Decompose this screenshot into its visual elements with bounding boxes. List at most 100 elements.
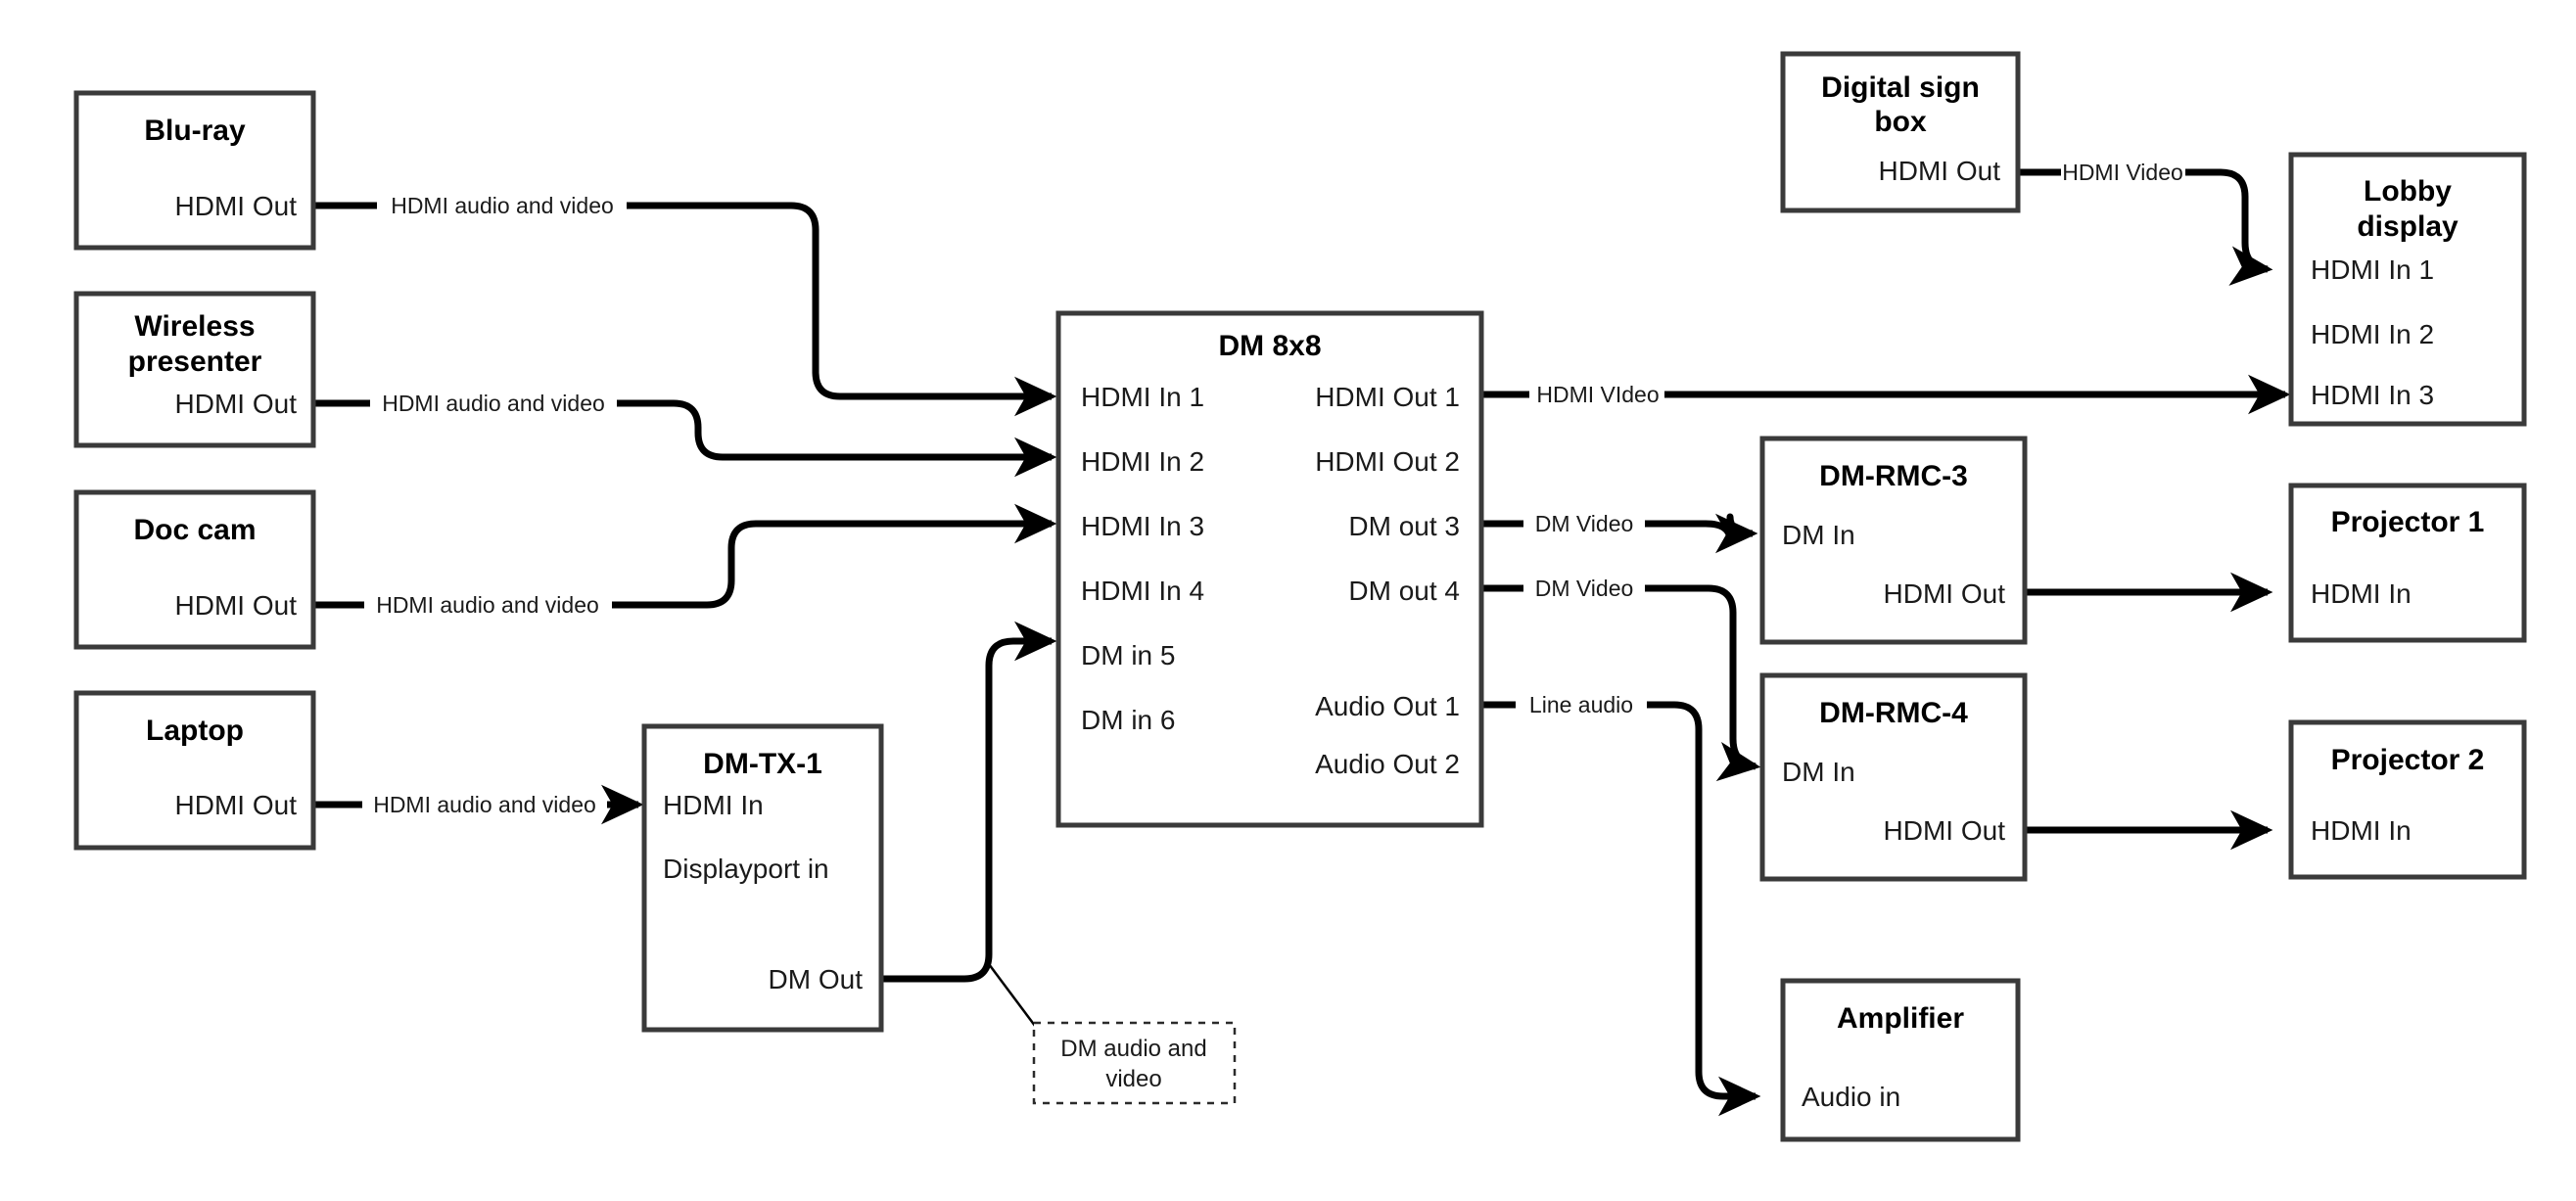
connection-doccam-to-dm: HDMI audio and video xyxy=(313,503,1057,618)
device-title-lobby-display-line1: Lobby xyxy=(2364,175,2452,208)
connection-laptop-to-tx: HDMI audio and video xyxy=(313,784,644,825)
wire-dm-out3-to-rmc3 xyxy=(1645,513,1758,554)
port-dm-8x8-hdmi-out-1: HDMI Out 1 xyxy=(1315,382,1460,412)
device-laptop[interactable]: Laptop HDMI Out xyxy=(73,690,316,851)
port-dm-8x8-hdmi-out-2: HDMI Out 2 xyxy=(1315,446,1460,477)
port-projector-1-hdmi-in: HDMI In xyxy=(2311,578,2412,609)
device-title-dm-rmc-3: DM-RMC-3 xyxy=(1819,460,1968,492)
device-box-projector-1[interactable] xyxy=(2288,483,2527,643)
device-box-dm-tx-1[interactable] xyxy=(641,723,884,1033)
connection-dm-out4-to-rmc4: DM Video xyxy=(1481,576,1761,782)
link-label-wireless: HDMI audio and video xyxy=(382,391,605,416)
device-lobby-display[interactable]: Lobby display HDMI In 1 HDMI In 2 HDMI I… xyxy=(2288,152,2527,427)
link-label-dm-video-4: DM Video xyxy=(1535,576,1634,601)
port-dm-rmc-4-hdmi-out: HDMI Out xyxy=(1884,815,2006,846)
device-box-dm-8x8[interactable] xyxy=(1055,310,1484,828)
device-box-dm-rmc-4[interactable] xyxy=(1759,672,2028,882)
device-title-wireless-presenter-line2: presenter xyxy=(128,346,262,378)
device-title-projector-2: Projector 2 xyxy=(2331,744,2485,776)
port-dm-8x8-hdmi-in-2: HDMI In 2 xyxy=(1081,446,1204,477)
device-projector-1[interactable]: Projector 1 HDMI In xyxy=(2288,483,2527,643)
port-dm-8x8-dm-in-5: DM in 5 xyxy=(1081,640,1175,670)
device-title-wireless-presenter-line1: Wireless xyxy=(134,310,255,343)
callout-text-line1: DM audio and xyxy=(1060,1036,1206,1062)
link-label-bluray: HDMI audio and video xyxy=(391,193,614,218)
port-lobby-display-hdmi-in-1: HDMI In 1 xyxy=(2311,254,2434,285)
device-title-digital-sign-box-line1: Digital sign xyxy=(1821,71,1980,104)
wire-bluray-to-hdmi-in-1 xyxy=(627,202,1057,417)
wire-dm-out4-to-rmc4 xyxy=(1645,584,1761,782)
device-dm-8x8[interactable]: DM 8x8 HDMI In 1 HDMI In 2 HDMI In 3 HDM… xyxy=(1055,310,1484,828)
wire-doccam-to-hdmi-in-3 xyxy=(612,503,1057,609)
device-title-dm-rmc-4: DM-RMC-4 xyxy=(1819,697,1968,729)
port-dm-rmc-3-dm-in: DM In xyxy=(1782,520,1855,550)
connection-audio-to-amp: Line audio xyxy=(1481,692,1761,1117)
device-title-digital-sign-box-line2: box xyxy=(1874,106,1927,138)
connection-layer: HDMI audio and video HDMI audio and vide… xyxy=(313,160,2291,1117)
device-title-projector-1: Projector 1 xyxy=(2331,506,2485,538)
connection-dm-out3-to-rmc3: DM Video xyxy=(1481,511,1758,554)
device-box-digital-sign-box[interactable] xyxy=(1780,51,2021,213)
port-bluray-hdmi-out: HDMI Out xyxy=(175,191,298,221)
device-box-bluray[interactable] xyxy=(73,90,316,251)
port-dm-rmc-4-dm-in: DM In xyxy=(1782,757,1855,787)
device-title-dm-tx-1: DM-TX-1 xyxy=(703,748,822,780)
wire-audio-out1-to-amplifier xyxy=(1647,701,1761,1117)
port-lobby-display-hdmi-in-3: HDMI In 3 xyxy=(2311,380,2434,410)
device-box-lobby-display[interactable] xyxy=(2288,152,2527,427)
port-dm-8x8-dm-out-4: DM out 4 xyxy=(1348,576,1460,606)
device-title-bluray: Blu-ray xyxy=(144,115,246,147)
port-amplifier-audio-in: Audio in xyxy=(1802,1082,1900,1112)
link-label-hdmi-video-sign: HDMI Video xyxy=(2062,160,2183,185)
device-title-amplifier: Amplifier xyxy=(1837,1002,1964,1035)
port-dm-8x8-dm-in-6: DM in 6 xyxy=(1081,705,1175,735)
port-laptop-hdmi-out: HDMI Out xyxy=(175,790,298,820)
port-wireless-presenter-hdmi-out: HDMI Out xyxy=(175,389,298,419)
port-doc-cam-hdmi-out: HDMI Out xyxy=(175,590,298,621)
link-label-line-audio: Line audio xyxy=(1529,692,1633,717)
device-box-projector-2[interactable] xyxy=(2288,719,2527,880)
link-label-dm-video-3: DM Video xyxy=(1535,511,1634,536)
device-dm-rmc-3[interactable]: DM-RMC-3 DM In HDMI Out xyxy=(1759,436,2028,645)
connection-dm-out1-to-lobby: HDMI VIdeo xyxy=(1481,374,2291,415)
callout-dm-audio-and-video: DM audio and video xyxy=(1032,1021,1237,1105)
connection-sign-to-lobby: HDMI Video xyxy=(2018,160,2273,286)
wire-wireless-to-hdmi-in-2 xyxy=(617,399,1057,478)
port-dm-tx-1-hdmi-in: HDMI In xyxy=(663,790,764,820)
port-dm-8x8-dm-out-3: DM out 3 xyxy=(1348,511,1460,541)
port-dm-rmc-3-hdmi-out: HDMI Out xyxy=(1884,578,2006,609)
device-box-doc-cam[interactable] xyxy=(73,489,316,650)
device-box-amplifier[interactable] xyxy=(1780,978,2021,1142)
link-label-doccam: HDMI audio and video xyxy=(376,592,599,618)
port-dm-8x8-audio-out-2: Audio Out 2 xyxy=(1315,749,1460,779)
connection-bluray-to-dm: HDMI audio and video xyxy=(313,193,1057,417)
device-box-dm-rmc-3[interactable] xyxy=(1759,436,2028,645)
device-bluray[interactable]: Blu-ray HDMI Out xyxy=(73,90,316,251)
device-dm-rmc-4[interactable]: DM-RMC-4 DM In HDMI Out xyxy=(1759,672,2028,882)
device-box-laptop[interactable] xyxy=(73,690,316,851)
connection-wireless-to-dm: HDMI audio and video xyxy=(313,391,1057,478)
port-projector-2-hdmi-in: HDMI In xyxy=(2311,815,2412,846)
device-title-dm-8x8: DM 8x8 xyxy=(1218,330,1321,362)
device-title-doc-cam: Doc cam xyxy=(133,514,256,546)
device-dm-tx-1[interactable]: DM-TX-1 HDMI In Displayport in DM Out xyxy=(641,723,884,1033)
wire-tx-to-dm-in-5 xyxy=(881,621,1057,983)
device-digital-sign-box[interactable]: Digital sign box HDMI Out xyxy=(1780,51,2021,213)
link-label-hdmi-video-out1: HDMI VIdeo xyxy=(1536,382,1659,407)
port-dm-tx-1-displayport-in: Displayport in xyxy=(663,854,829,884)
port-dm-8x8-hdmi-in-3: HDMI In 3 xyxy=(1081,511,1204,541)
device-doc-cam[interactable]: Doc cam HDMI Out xyxy=(73,489,316,650)
wire-sign-to-lobby-hdmi-in-1 xyxy=(2185,168,2273,286)
device-box-wireless-presenter[interactable] xyxy=(73,291,316,448)
device-wireless-presenter[interactable]: Wireless presenter HDMI Out xyxy=(73,291,316,448)
port-dm-8x8-audio-out-1: Audio Out 1 xyxy=(1315,691,1460,721)
port-digital-sign-box-hdmi-out: HDMI Out xyxy=(1879,156,2001,186)
device-projector-2[interactable]: Projector 2 HDMI In xyxy=(2288,719,2527,880)
port-dm-tx-1-dm-out: DM Out xyxy=(769,964,864,994)
link-label-laptop: HDMI audio and video xyxy=(373,792,596,817)
device-title-laptop: Laptop xyxy=(146,715,244,747)
port-dm-8x8-hdmi-in-4: HDMI In 4 xyxy=(1081,576,1204,606)
device-amplifier[interactable]: Amplifier Audio in xyxy=(1780,978,2021,1142)
